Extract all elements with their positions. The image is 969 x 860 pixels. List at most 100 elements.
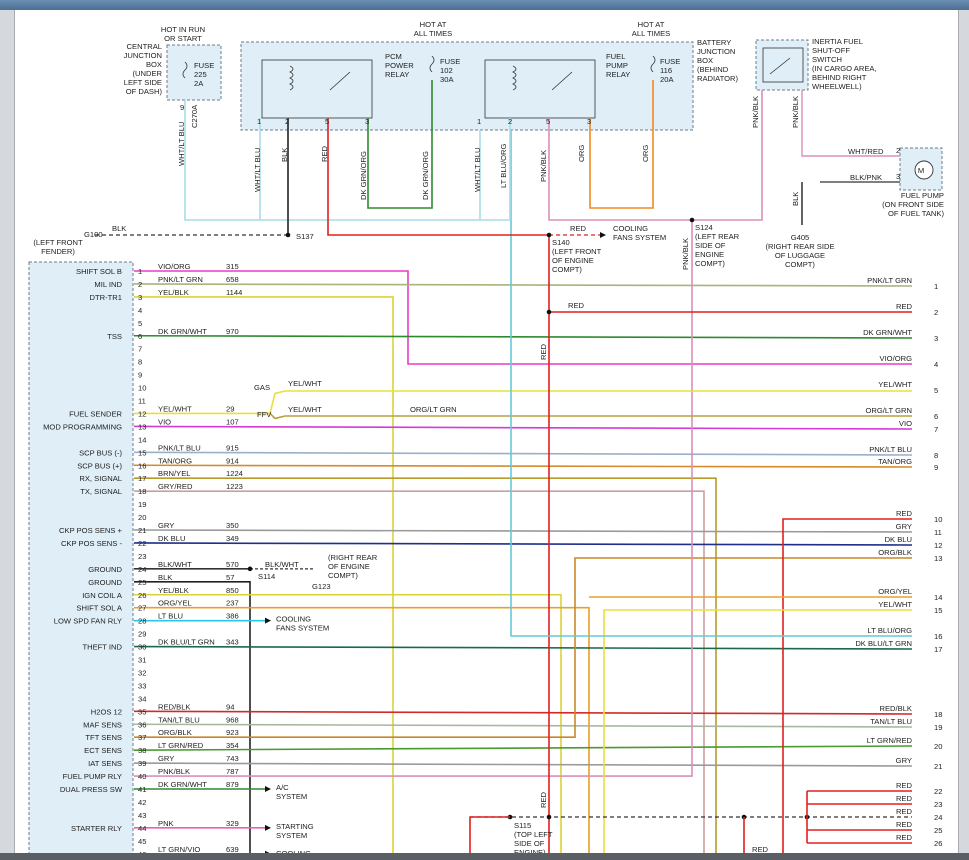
pin-wire-color: GRY xyxy=(158,754,174,763)
pin-wire-color: LT GRN/VIO xyxy=(158,845,200,854)
pin-label: SCP BUS (+) xyxy=(77,461,122,470)
right-number-20: 20 xyxy=(934,742,942,751)
fuel-pump-relay-label: RELAY xyxy=(606,70,630,79)
vertical-wire-label: PNK/BLK xyxy=(751,96,760,128)
pin-number-36: 36 xyxy=(138,720,146,729)
relay-pin-number: 2 xyxy=(285,117,289,126)
pin-label: THEFT IND xyxy=(82,643,122,652)
battery-junction-box-label: RADIATOR) xyxy=(697,74,739,83)
pin-wire-color: PNK xyxy=(158,819,174,828)
right-number-22: 22 xyxy=(934,787,942,796)
right-wire-label: RED xyxy=(896,833,913,842)
s140-label: S140 xyxy=(552,238,570,247)
s124-dot xyxy=(689,217,695,223)
pin-number-20: 20 xyxy=(138,513,146,522)
fuse-label: FUSE xyxy=(660,57,680,66)
right-number-8: 8 xyxy=(934,451,938,460)
right-number-5: 5 xyxy=(934,386,938,395)
right-wire-label: TAN/ORG xyxy=(878,457,912,466)
right-number-7: 7 xyxy=(934,425,938,434)
inertia-switch-label: BEHIND RIGHT xyxy=(812,73,867,82)
pin-wire-color: DK GRN/WHT xyxy=(158,327,207,336)
g123-label: G123 xyxy=(312,582,331,591)
pin-label: STARTER RLY xyxy=(71,824,122,833)
pin-wire-26 xyxy=(134,593,562,860)
pcm-power-relay xyxy=(261,59,373,119)
pin-number-8: 8 xyxy=(138,358,142,367)
pin-wire-color: GRY/RED xyxy=(158,482,193,491)
s124-label: ENGINE xyxy=(695,250,724,259)
pin-number-42: 42 xyxy=(138,798,146,807)
inertia-switch-label: SHUT-OFF xyxy=(812,46,850,55)
pin-number-17: 17 xyxy=(138,474,146,483)
s124-label: COMPT) xyxy=(695,259,725,268)
cooling-fans-top-label: FANS SYSTEM xyxy=(613,233,666,242)
fuse-102-label: 102 xyxy=(440,66,453,75)
pin-wire-color: LT BLU xyxy=(158,612,183,621)
pin-label: MAF SENS xyxy=(83,720,122,729)
pin-wire-18 xyxy=(134,490,705,860)
pin-circuit-number: 1224 xyxy=(226,469,243,478)
pin-circuit-number: 570 xyxy=(226,560,239,569)
battery-junction-box-label: BOX xyxy=(697,56,713,65)
right-wire-label: RED xyxy=(896,509,913,518)
vertical-wire-label: ORG xyxy=(641,145,650,162)
vertical-wire-label: PNK/BLK xyxy=(539,150,548,182)
starting-system-label: STARTING xyxy=(276,822,314,831)
pin-number-7: 7 xyxy=(138,345,142,354)
g100-label: G100 xyxy=(84,230,103,239)
pin-number-33: 33 xyxy=(138,681,146,690)
pin-label: SHIFT SOL B xyxy=(76,267,122,276)
vertical-wire-label: PNK/BLK xyxy=(681,238,690,270)
pin-number-44: 44 xyxy=(138,824,146,833)
right-number-18: 18 xyxy=(934,710,942,719)
vertical-wire-label: RED xyxy=(320,145,329,162)
dkgrn-org-loop xyxy=(367,80,433,209)
right-wire-label: DK BLU/LT GRN xyxy=(855,639,912,648)
pin-label: IGN COIL A xyxy=(82,591,123,600)
right-wire-label: PNK/LT GRN xyxy=(867,276,912,285)
pin-number-19: 19 xyxy=(138,500,146,509)
pin-wire-color: VIO/ORG xyxy=(158,262,191,271)
s115-label: SIDE OF xyxy=(514,839,545,848)
pin-number-29: 29 xyxy=(138,630,146,639)
right-number-9: 9 xyxy=(934,463,938,472)
pin-circuit-number: 237 xyxy=(226,599,239,608)
wire-label: RED xyxy=(539,791,548,808)
g123-location: OF ENGINE xyxy=(328,562,370,571)
pin-circuit-number: 968 xyxy=(226,715,239,724)
pcm-connector-box xyxy=(28,261,134,860)
fp-relay-coil xyxy=(512,65,517,91)
wht-ltblu-loop xyxy=(184,100,511,221)
red-pcm xyxy=(327,118,549,236)
fuse-102-icon xyxy=(429,55,435,73)
inertia-switch-box xyxy=(755,39,809,91)
blk-pnk-label: BLK/PNK xyxy=(850,173,882,182)
window-title-bar xyxy=(0,0,969,10)
central-junction-box-label: JUNCTION xyxy=(124,51,162,60)
vertical-wire-label: DK GRN/ORG xyxy=(421,151,430,200)
s137-label: S137 xyxy=(296,232,314,241)
right-scroll-rail[interactable] xyxy=(958,10,969,860)
left-scroll-rail[interactable] xyxy=(0,10,15,860)
pin-number-27: 27 xyxy=(138,604,146,613)
right-number-26: 26 xyxy=(934,839,942,848)
pin-wire-color: VIO xyxy=(158,417,171,426)
c270a-label: C270A xyxy=(190,104,199,128)
pin-number-13: 13 xyxy=(138,422,146,431)
hot-in-run-label: HOT IN RUN xyxy=(161,25,205,34)
pin-wire-40 xyxy=(134,220,693,777)
vertical-wire-label: ORG xyxy=(577,145,586,162)
s124-label: (LEFT REAR xyxy=(695,232,740,241)
starting-arrow xyxy=(265,824,271,831)
pin-circuit-number: 914 xyxy=(226,456,239,465)
pin-circuit-number: 915 xyxy=(226,443,239,452)
relay-pin-number: 5 xyxy=(325,117,329,126)
pin-circuit-number: 639 xyxy=(226,845,239,854)
fp-relay-contact xyxy=(551,71,573,91)
pin-number-16: 16 xyxy=(138,461,146,470)
fuse-label: FUSE xyxy=(194,61,214,70)
pin-circuit-number: 787 xyxy=(226,767,239,776)
s115-label: S115 xyxy=(514,821,531,830)
pin-number-43: 43 xyxy=(138,811,146,820)
